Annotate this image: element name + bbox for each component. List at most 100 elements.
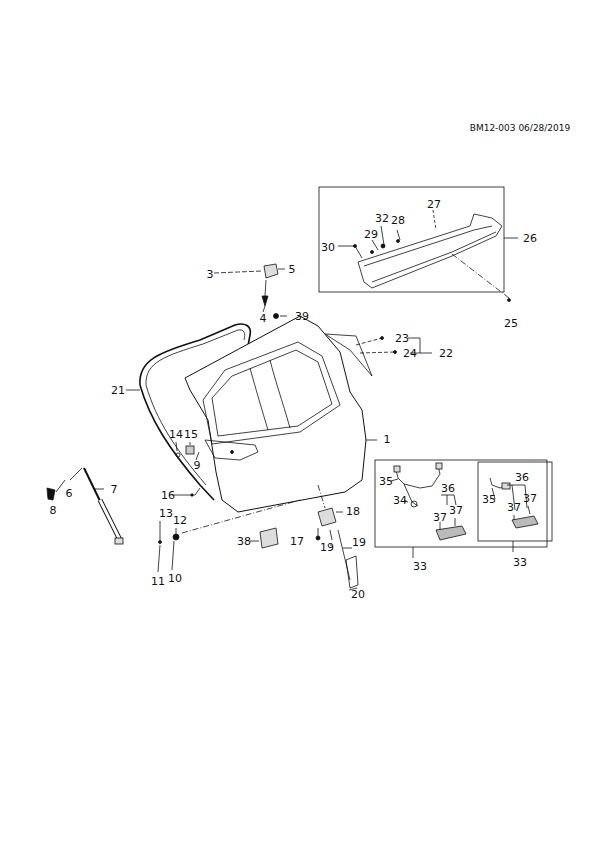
callout-number: 5 xyxy=(288,263,297,276)
leader-line xyxy=(338,226,518,258)
connector xyxy=(394,466,400,472)
strut-body xyxy=(100,500,120,540)
callout-number: 37 xyxy=(506,501,522,514)
inner-panel xyxy=(205,440,258,460)
callout-number: 27 xyxy=(426,198,442,211)
switch xyxy=(260,528,278,548)
callout-number: 38 xyxy=(236,535,252,548)
spoiler-edge xyxy=(364,226,496,282)
clip xyxy=(191,494,193,496)
inset-frame xyxy=(319,187,504,292)
glass xyxy=(212,350,332,436)
callout-number: 1 xyxy=(383,433,392,446)
clip xyxy=(508,299,511,302)
strut-end xyxy=(115,538,123,544)
clip xyxy=(397,240,400,243)
spoiler xyxy=(358,214,502,288)
bumper xyxy=(186,446,194,454)
callout-number: 32 xyxy=(374,212,390,225)
leader-line xyxy=(265,269,285,296)
clip xyxy=(371,251,374,254)
callout-number: 10 xyxy=(167,572,183,585)
strut-rod xyxy=(84,468,102,505)
bolt xyxy=(262,296,268,306)
callout-number: 8 xyxy=(49,504,58,517)
connector xyxy=(436,463,442,469)
callout-number: 22 xyxy=(438,347,454,360)
callout-number: 7 xyxy=(110,483,119,496)
bumper xyxy=(176,453,180,457)
leader-line xyxy=(182,500,300,533)
inset-frame xyxy=(375,460,547,547)
leader-line xyxy=(356,338,395,353)
callout-number: 17 xyxy=(289,535,305,548)
hinge xyxy=(264,264,278,278)
inset-frame xyxy=(478,462,552,541)
clip xyxy=(394,351,397,354)
leader-line xyxy=(158,521,176,572)
callout-number: 18 xyxy=(345,505,361,518)
callout-number: 14 xyxy=(168,428,184,441)
callout-number: 20 xyxy=(350,588,366,601)
callout-number: 37 xyxy=(432,511,448,524)
ball-stud xyxy=(47,488,55,500)
callout-number: 23 xyxy=(394,332,410,345)
callout-number: 9 xyxy=(193,459,202,472)
leader-line xyxy=(318,485,325,508)
callout-number: 39 xyxy=(294,310,310,323)
strut-body xyxy=(100,500,120,540)
callout-number: 36 xyxy=(514,471,530,484)
callout-number: 26 xyxy=(522,232,538,245)
callout-number: 36 xyxy=(440,482,456,495)
callout-number: 35 xyxy=(481,493,497,506)
leader-line xyxy=(250,541,259,542)
hole xyxy=(231,451,234,454)
callout-number: 34 xyxy=(392,494,408,507)
bumper xyxy=(173,534,179,540)
lamp xyxy=(436,526,466,540)
drawing-id: BM12-003 06/28/2019 xyxy=(469,123,572,134)
tailgate xyxy=(185,316,366,512)
callout-number: 11 xyxy=(150,575,166,588)
callout-number: 33 xyxy=(512,556,528,569)
leader-line xyxy=(366,440,377,441)
clip xyxy=(381,337,384,340)
leader-line xyxy=(176,442,199,460)
callout-number: 37 xyxy=(448,504,464,517)
grommet xyxy=(274,314,279,319)
callout-number: 30 xyxy=(320,241,336,254)
clip xyxy=(354,245,357,248)
callout-number: 35 xyxy=(378,475,394,488)
window-opening xyxy=(203,342,340,444)
connector xyxy=(411,501,417,507)
extension-panel xyxy=(325,334,372,376)
callout-number: 12 xyxy=(172,514,188,527)
callout-number: 16 xyxy=(160,489,176,502)
callout-number: 25 xyxy=(503,317,519,330)
callout-number: 6 xyxy=(65,487,74,500)
latch xyxy=(318,508,336,526)
callout-number: 19 xyxy=(319,541,335,554)
callout-number: 33 xyxy=(412,560,428,573)
leader-line xyxy=(433,210,436,230)
clip xyxy=(381,244,385,248)
callout-number: 24 xyxy=(402,347,418,360)
callout-number: 29 xyxy=(363,228,379,241)
connector xyxy=(502,483,510,489)
glass-reflection xyxy=(250,360,290,430)
leader-line xyxy=(214,271,262,273)
callout-number: 37 xyxy=(522,492,538,505)
callout-number: 28 xyxy=(390,214,406,227)
leader-line xyxy=(56,468,104,492)
callout-number: 4 xyxy=(259,312,268,325)
screw xyxy=(316,536,320,540)
leader-line xyxy=(126,390,140,391)
lamp xyxy=(512,516,538,528)
callout-number: 21 xyxy=(110,384,126,397)
leader-line xyxy=(172,488,200,495)
callout-number: 15 xyxy=(183,428,199,441)
callout-number: 3 xyxy=(206,268,215,281)
callout-number: 19 xyxy=(351,536,367,549)
leader-line xyxy=(318,512,350,580)
